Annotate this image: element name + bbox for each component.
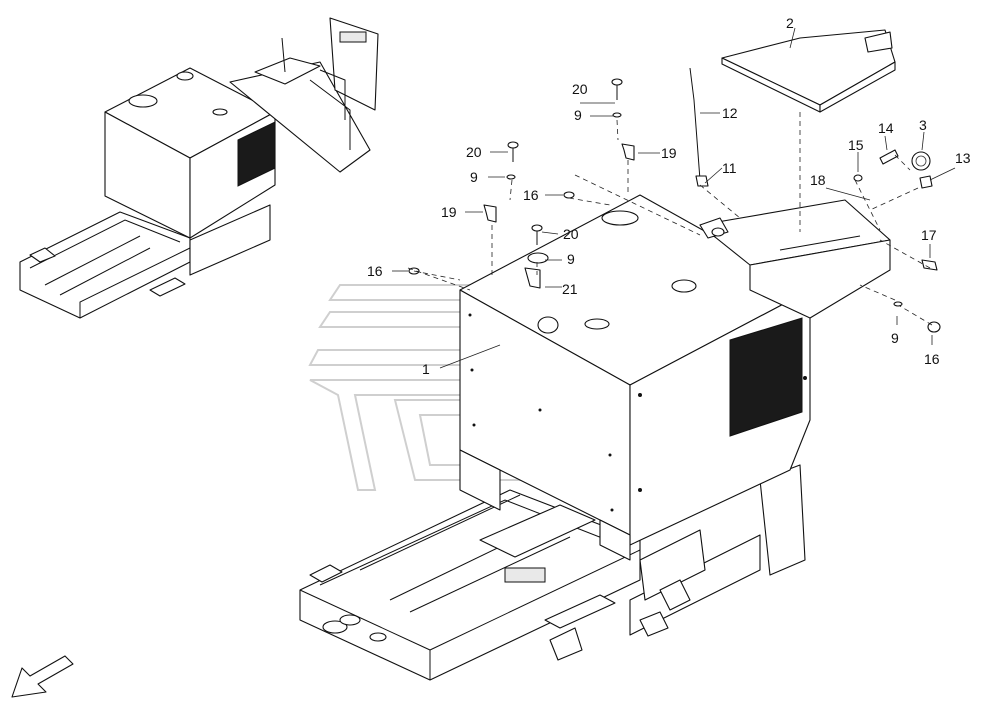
callout-3: 3 — [919, 117, 927, 133]
callout-11: 11 — [722, 160, 737, 176]
callout-18: 18 — [810, 172, 826, 188]
callout-9-middle: 9 — [470, 169, 478, 185]
callout-21: 21 — [562, 281, 578, 297]
callout-19-upper: 19 — [661, 145, 677, 161]
callout-12: 12 — [722, 105, 738, 121]
leader-lines — [392, 27, 956, 369]
callout-19-lower: 19 — [441, 204, 457, 220]
main-chassis-frame — [299, 464, 806, 681]
assembly-lines — [407, 112, 933, 326]
callout-9-right: 9 — [891, 330, 899, 346]
callout-13: 13 — [955, 150, 971, 166]
overview-machine — [19, 17, 379, 319]
hardware-parts — [408, 67, 941, 333]
callout-9-upper: 9 — [574, 107, 582, 123]
callout-20-upper: 20 — [572, 81, 588, 97]
callout-16-left: 16 — [367, 263, 383, 279]
callout-15: 15 — [848, 137, 864, 153]
callout-20-middle: 20 — [466, 144, 482, 160]
callout-14: 14 — [878, 120, 894, 136]
callout-16-right: 16 — [924, 351, 940, 367]
front-direction-arrow-icon — [11, 655, 74, 698]
callout-17: 17 — [921, 227, 937, 243]
callout-9-lower: 9 — [567, 251, 575, 267]
callout-2: 2 — [786, 15, 794, 31]
callout-1-hood: 1 — [422, 361, 430, 377]
callout-20-lower: 20 — [563, 226, 579, 242]
rear-box-part-18 — [699, 199, 891, 319]
callout-labels: 1 11 2 3 12 13 14 15 17 18 19 19 20 20 2… — [367, 15, 971, 377]
cover-part-2 — [721, 29, 896, 113]
callout-16-upper: 16 — [523, 187, 539, 203]
